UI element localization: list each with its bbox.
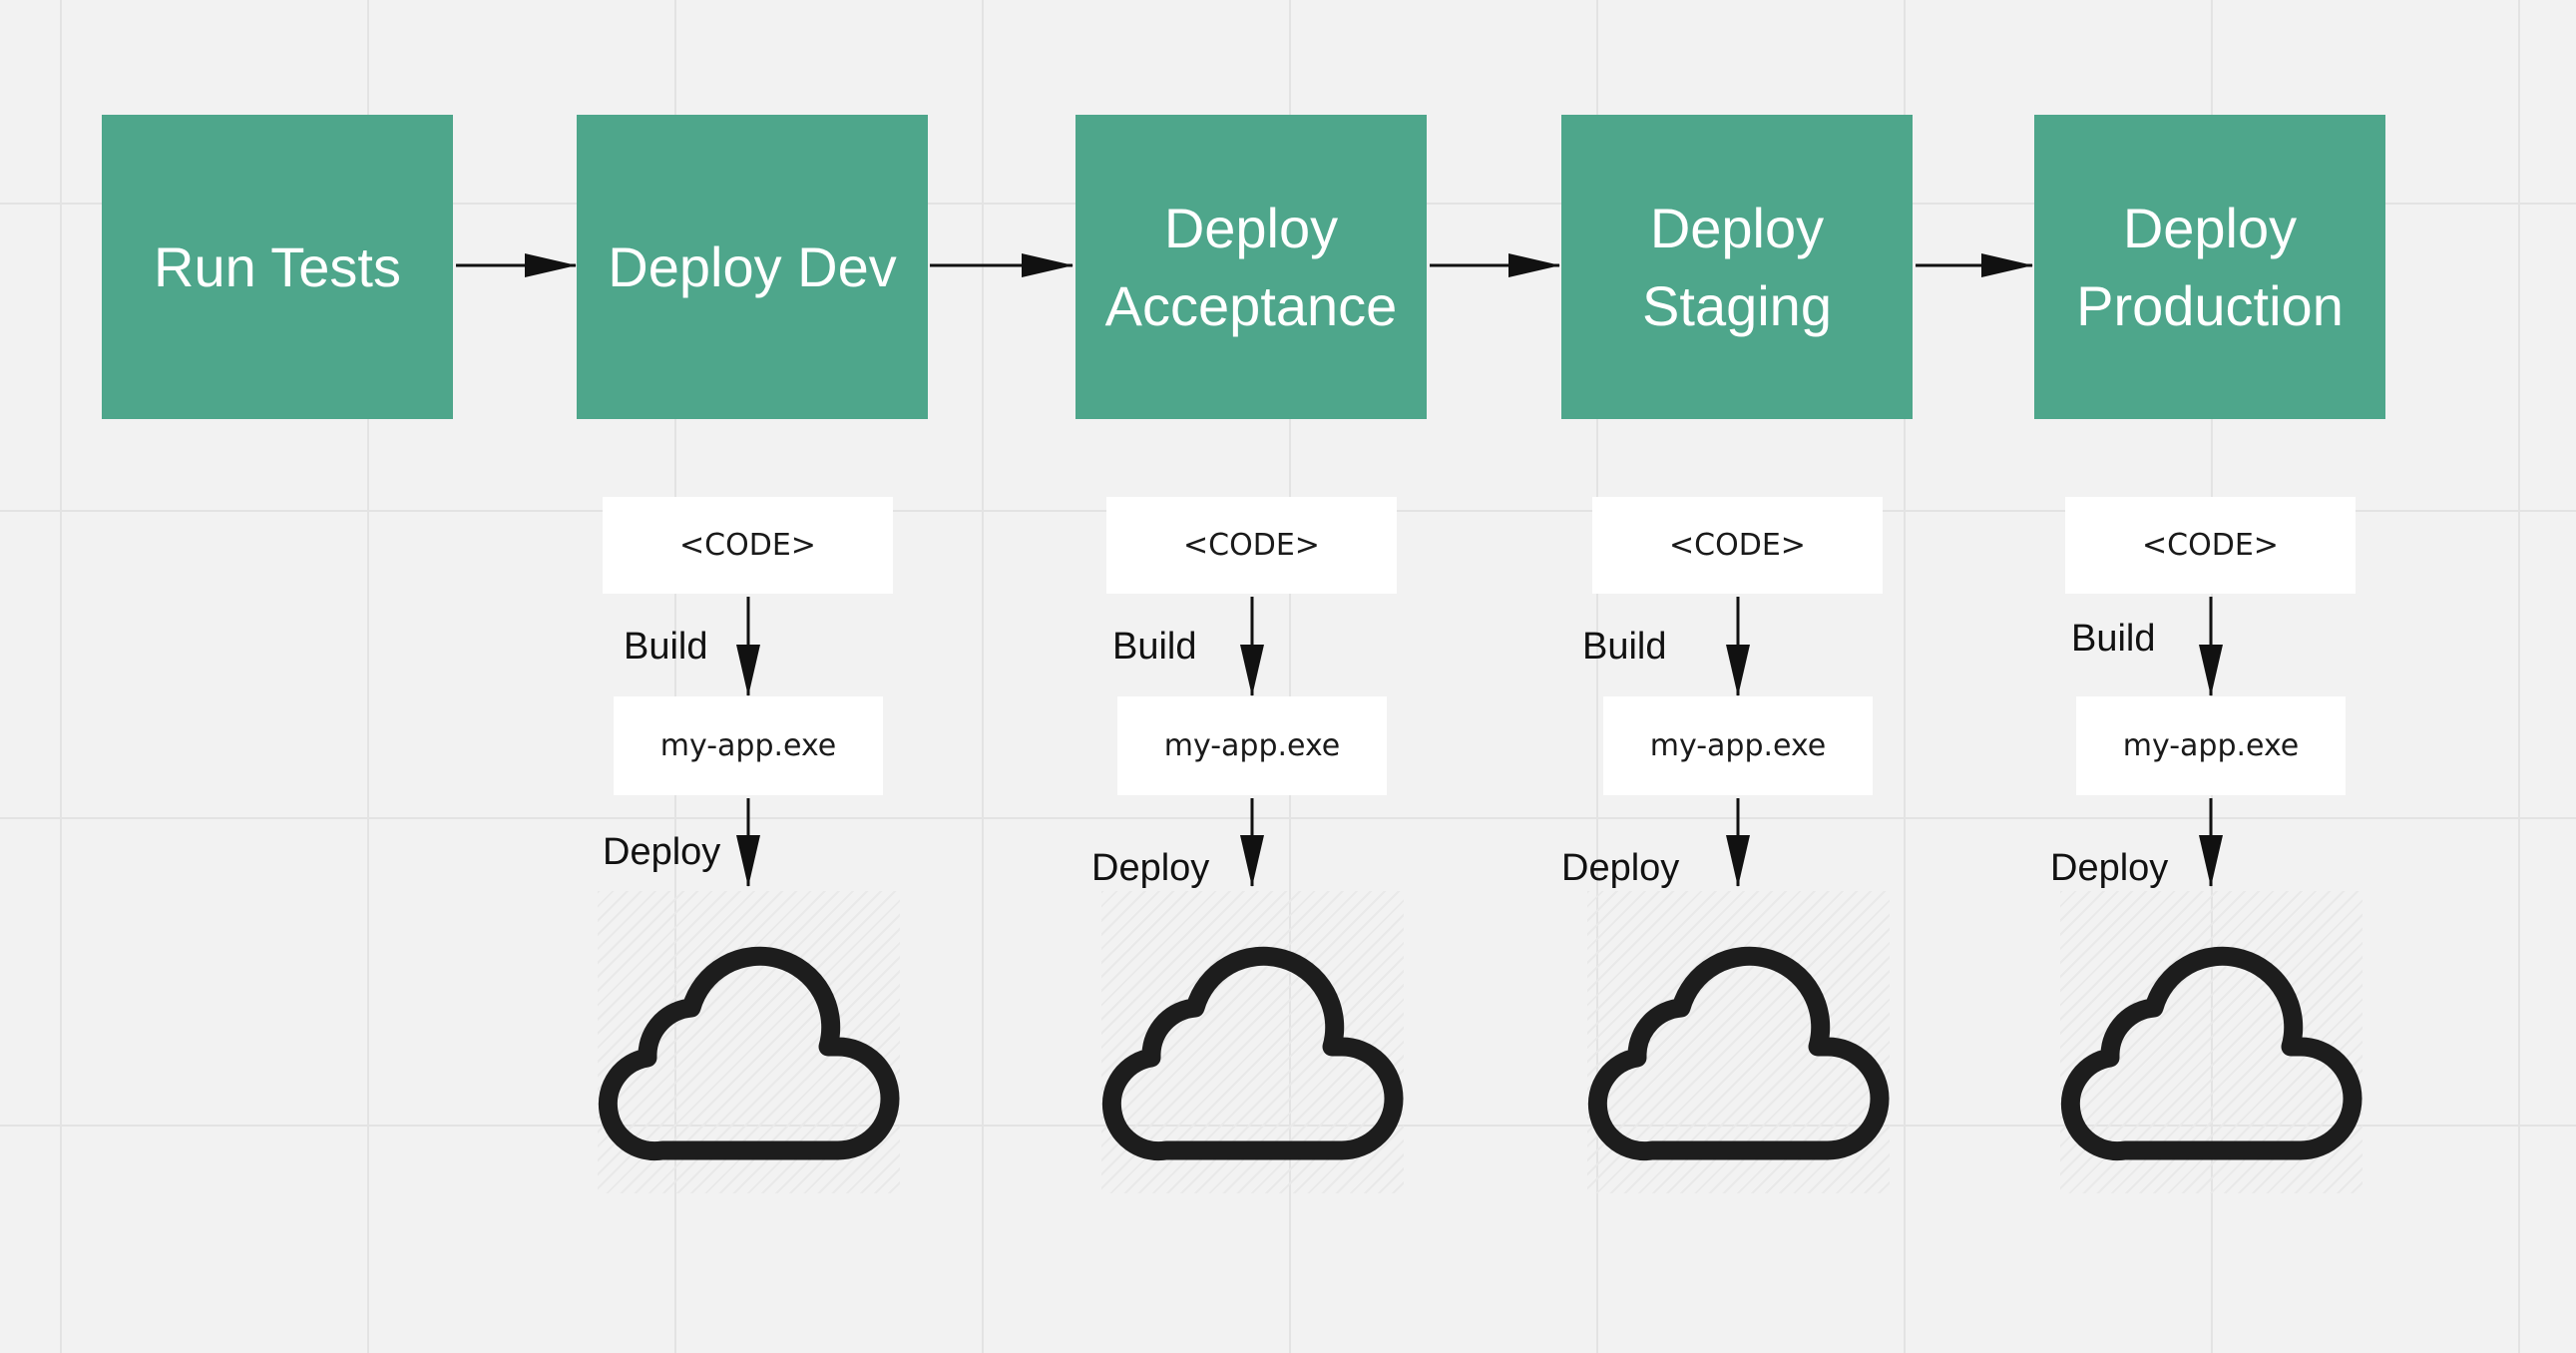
artifact-card[interactable]: my-app.exe (1117, 696, 1387, 795)
artifact-card[interactable]: my-app.exe (2076, 696, 2346, 795)
deploy-arrow (2199, 798, 2223, 887)
build-label: Build (2071, 618, 2156, 660)
stage-label: Run Tests (154, 234, 401, 298)
build-label: Build (1112, 626, 1197, 668)
build-arrow (1726, 597, 1750, 696)
build-label: Build (1582, 626, 1667, 668)
cloud-icon (1587, 946, 1890, 1161)
artifact-label: my-app.exe (2122, 728, 2300, 763)
stage-arrow (456, 253, 577, 277)
code-card[interactable]: <CODE> (2065, 497, 2356, 594)
cloud-icon (1101, 946, 1404, 1161)
stage-deploy-production[interactable]: Deploy Production (2034, 115, 2385, 419)
deploy-label: Deploy (603, 831, 721, 873)
deploy-label: Deploy (1561, 847, 1680, 889)
code-label: <CODE> (1669, 528, 1806, 563)
cloud-icon (2060, 946, 2362, 1161)
stage-label: Deploy Acceptance (1104, 196, 1398, 337)
stage-deploy-dev[interactable]: Deploy Dev (577, 115, 928, 419)
cloud-icon (598, 946, 900, 1161)
stage-deploy-staging[interactable]: Deploy Staging (1561, 115, 1913, 419)
deploy-arrow (736, 798, 760, 887)
code-label: <CODE> (1183, 528, 1320, 563)
code-card[interactable]: <CODE> (1106, 497, 1397, 594)
build-arrow (2199, 597, 2223, 696)
build-arrow (736, 597, 760, 696)
code-card[interactable]: <CODE> (603, 497, 893, 594)
artifact-label: my-app.exe (659, 728, 837, 763)
artifact-label: my-app.exe (1649, 728, 1827, 763)
stage-label: Deploy Dev (608, 234, 897, 298)
code-label: <CODE> (679, 528, 816, 563)
code-card[interactable]: <CODE> (1592, 497, 1883, 594)
deploy-arrow (1240, 798, 1264, 887)
stage-label: Deploy Production (2076, 196, 2344, 337)
build-label: Build (624, 626, 708, 668)
deploy-label: Deploy (1091, 847, 1210, 889)
stage-arrow (930, 253, 1073, 277)
artifact-card[interactable]: my-app.exe (1603, 696, 1873, 795)
stage-label: Deploy Staging (1642, 196, 1832, 337)
deploy-arrow (1726, 798, 1750, 887)
stage-deploy-acceptance[interactable]: Deploy Acceptance (1075, 115, 1427, 419)
deploy-label: Deploy (2050, 847, 2169, 889)
artifact-card[interactable]: my-app.exe (614, 696, 883, 795)
stage-run-tests[interactable]: Run Tests (102, 115, 453, 419)
artifact-label: my-app.exe (1163, 728, 1341, 763)
stage-arrow (1916, 253, 2033, 277)
stage-arrow (1430, 253, 1560, 277)
build-arrow (1240, 597, 1264, 696)
code-label: <CODE> (2142, 528, 2279, 563)
